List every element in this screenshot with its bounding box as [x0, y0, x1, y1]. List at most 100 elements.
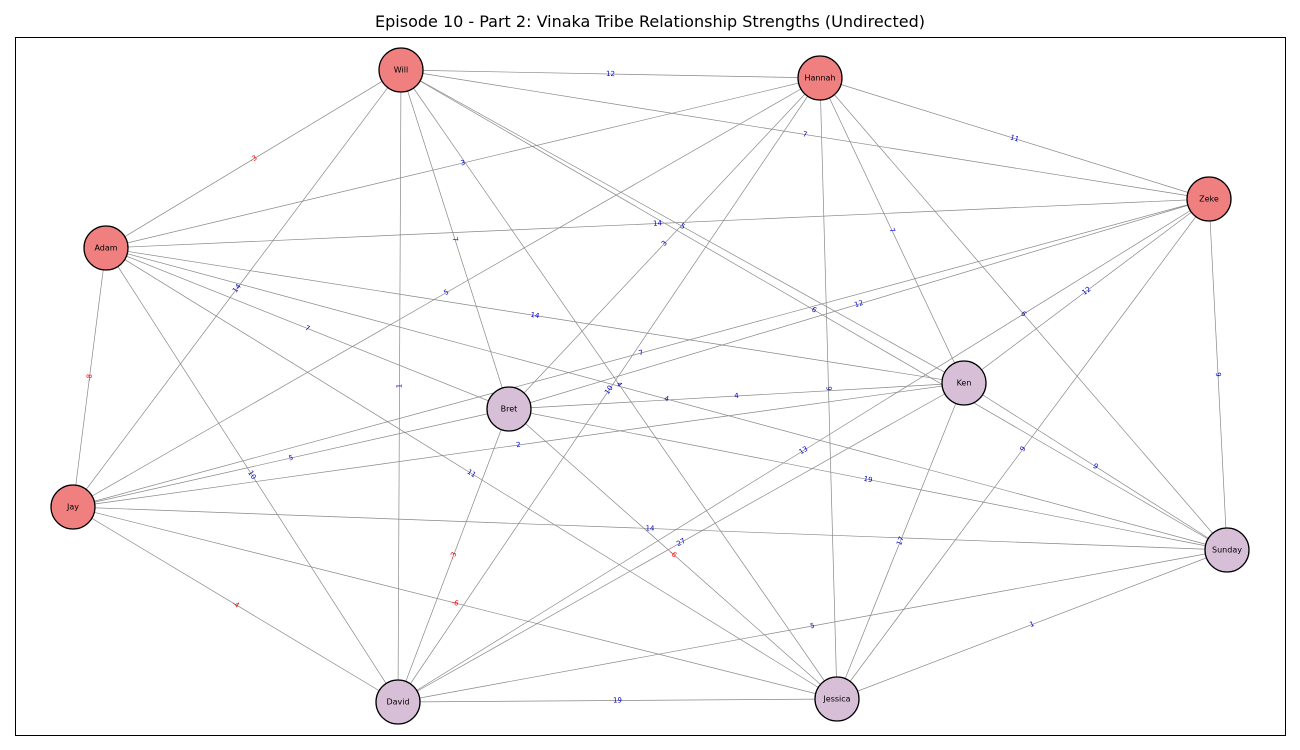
edge-ken-sunday [963, 382, 1228, 551]
node-circle-jessica [814, 676, 860, 722]
node-jay: Jay [50, 484, 96, 530]
edge-adam-bret [105, 247, 510, 410]
node-label-jay: Jay [66, 503, 79, 512]
edge-bret-david [397, 408, 510, 703]
edge-label-will-sunday: 6 [810, 305, 818, 314]
edge-label-hannah-bret: 3 [660, 239, 669, 248]
edge-hannah-adam [105, 77, 821, 249]
edge-label-zeke-jessica: 9 [1018, 445, 1027, 453]
edge-label-ken-david: 27 [675, 537, 687, 548]
edge-label-zeke-jay: 7 [638, 349, 644, 358]
edge-label-will-bret: 7 [451, 236, 460, 243]
edge-label-adam-jay: -8 [85, 374, 94, 382]
edge-will-david [397, 69, 402, 703]
node-circle-will [378, 47, 424, 93]
edge-will-ken [400, 69, 965, 384]
node-ken: Ken [941, 360, 987, 406]
edge-label-hannah-jessica: 9 [824, 386, 832, 391]
node-circle-adam [83, 225, 129, 271]
edge-adam-jessica [105, 247, 838, 700]
node-circle-bret [486, 386, 532, 432]
edge-label-zeke-sunday: 9 [1214, 372, 1222, 377]
node-label-will: Will [394, 66, 408, 75]
edge-label-adam-sunday: 4 [663, 395, 670, 404]
node-circle-jay [50, 484, 96, 530]
edge-jay-bret [72, 408, 510, 508]
edge-label-hannah-jay: 5 [443, 288, 451, 297]
node-jessica: Jessica [814, 676, 860, 722]
node-bret: Bret [486, 386, 532, 432]
edge-bret-sunday [508, 408, 1228, 551]
node-label-david: David [386, 698, 409, 707]
edge-label-adam-david: 10 [246, 469, 258, 481]
edge-will-sunday [400, 69, 1228, 551]
edge-hannah-david [397, 77, 821, 703]
edge-label-adam-jessica: 11 [466, 468, 478, 479]
node-circle-zeke [1186, 176, 1232, 222]
edge-will-bret [400, 69, 510, 410]
edge-zeke-jessica [836, 198, 1210, 700]
edge-zeke-sunday [1208, 198, 1228, 551]
edge-will-jay [72, 69, 402, 508]
edge-label-jay-jessica: -6 [451, 598, 460, 608]
edge-label-adam-ken: 14 [530, 311, 541, 320]
edge-david-jessica [397, 698, 838, 703]
edge-label-will-adam: -3 [248, 154, 258, 164]
edge-zeke-jay [72, 198, 1210, 508]
edge-label-will-zeke: 7 [802, 130, 808, 139]
edge-label-zeke-bret: 12 [854, 299, 865, 309]
edge-adam-jay [72, 247, 107, 508]
edge-will-jessica [400, 69, 838, 700]
edge-will-zeke [400, 69, 1210, 200]
edge-label-jay-david: -4 [230, 599, 241, 610]
edge-jay-david [72, 506, 399, 703]
node-label-jessica: Jessica [822, 695, 850, 704]
edge-label-adam-bret: 7 [304, 324, 311, 333]
edge-label-zeke-david: 13 [798, 445, 810, 457]
node-label-adam: Adam [94, 244, 117, 253]
edge-label-david-jessica: 19 [613, 696, 622, 704]
edge-label-bret-jessica: -6 [668, 549, 679, 560]
chart-title: Episode 10 - Part 2: Vinaka Tribe Relati… [375, 12, 925, 31]
node-hannah: Hannah [797, 55, 843, 101]
node-circle-sunday [1204, 527, 1250, 573]
edge-label-jay-ken: 2 [516, 441, 522, 450]
edge-label-sunday-david: 5 [810, 622, 816, 631]
edge-will-adam [105, 69, 402, 249]
edge-label-ken-sunday: 9 [1091, 462, 1099, 471]
edge-label-will-hannah: 12 [606, 70, 615, 78]
node-label-ken: Ken [957, 379, 972, 388]
edge-zeke-ken [963, 198, 1210, 384]
node-label-sunday: Sunday [1212, 546, 1242, 555]
edge-label-bret-ken: 4 [734, 392, 739, 400]
node-zeke: Zeke [1186, 176, 1232, 222]
edge-label-hannah-sunday: 6 [1019, 310, 1028, 319]
edge-bret-ken [508, 382, 965, 410]
node-circle-david [375, 679, 421, 725]
edge-label-zeke-ken: 12 [1081, 285, 1093, 297]
edge-adam-david [105, 247, 399, 703]
edge-label-ken-jessica: 17 [895, 535, 906, 546]
edge-label-hannah-zeke: 11 [1009, 133, 1020, 143]
edge-zeke-adam [105, 198, 1210, 249]
edge-label-sunday-jessica: 1 [1028, 620, 1035, 629]
edge-zeke-bret [508, 198, 1210, 410]
edge-label-will-jessica: 4 [614, 380, 623, 389]
edge-hannah-bret [508, 77, 821, 410]
node-sunday: Sunday [1204, 527, 1250, 573]
edge-label-hannah-david: 10 [603, 384, 615, 396]
edge-hannah-jessica [819, 77, 838, 700]
edge-ken-david [397, 382, 965, 703]
edge-hannah-zeke [819, 77, 1210, 200]
edge-jay-sunday [72, 506, 1228, 551]
edge-label-zeke-adam: 14 [653, 219, 663, 227]
edge-label-will-david: 1 [395, 384, 403, 389]
edge-sunday-david [397, 549, 1228, 703]
edge-hannah-jay [72, 77, 821, 508]
node-will: Will [378, 47, 424, 93]
node-adam: Adam [83, 225, 129, 271]
edge-label-jay-bret: 5 [288, 454, 294, 463]
edge-bret-jessica [508, 408, 838, 700]
